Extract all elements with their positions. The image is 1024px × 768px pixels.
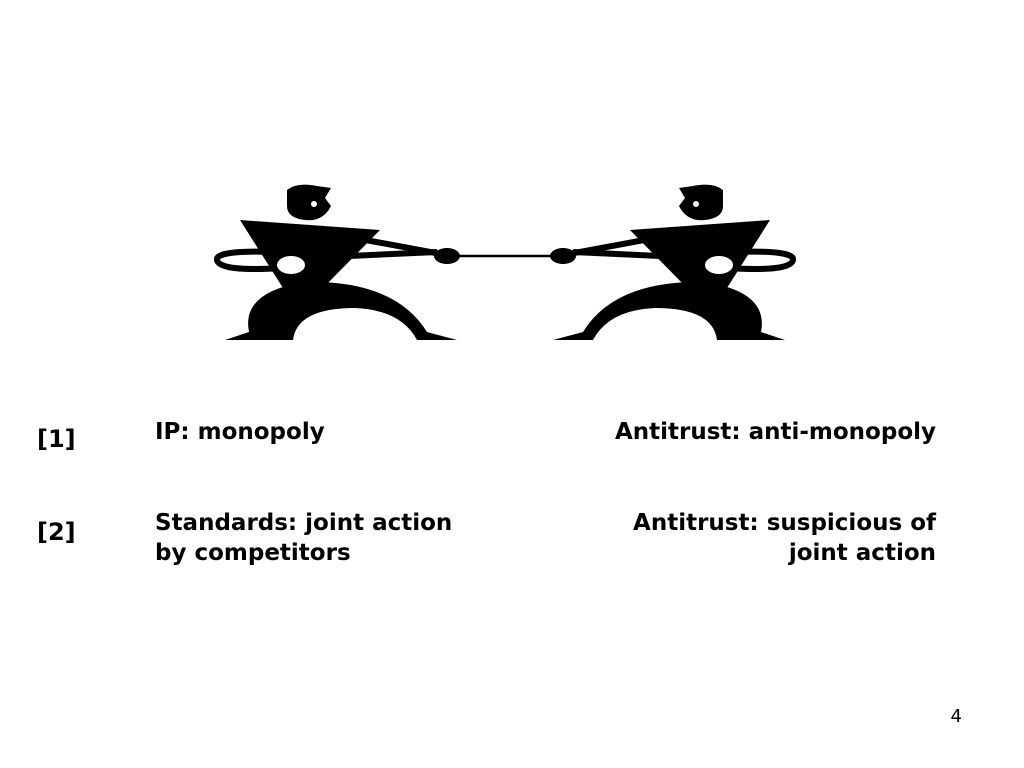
- row-2-label: [2]: [37, 518, 76, 546]
- tug-of-war-icon: [214, 184, 796, 340]
- row-2-right-line-1: Antitrust: suspicious of: [633, 510, 936, 536]
- row-1-right-text: Antitrust: anti-monopoly: [615, 417, 936, 447]
- row-1-right-line-1: Antitrust: anti-monopoly: [614, 419, 936, 445]
- row-1-label: [1]: [37, 425, 76, 453]
- page-number: 4: [950, 706, 962, 727]
- row-2-left-line-1: Standards: joint action: [155, 510, 453, 536]
- row-2-left-text: Standards: joint action by competitors: [155, 508, 452, 568]
- row-2-right-line-2: joint action: [788, 540, 936, 566]
- row-2-left-line-2: by competitors: [155, 540, 351, 566]
- row-1-left-text: IP: monopoly: [155, 417, 325, 447]
- left-figure-icon: [214, 184, 460, 340]
- row-2-right-text: Antitrust: suspicious of joint action: [633, 508, 936, 568]
- row-1-left-line-1: IP: monopoly: [155, 419, 325, 445]
- right-figure-icon: [550, 184, 796, 340]
